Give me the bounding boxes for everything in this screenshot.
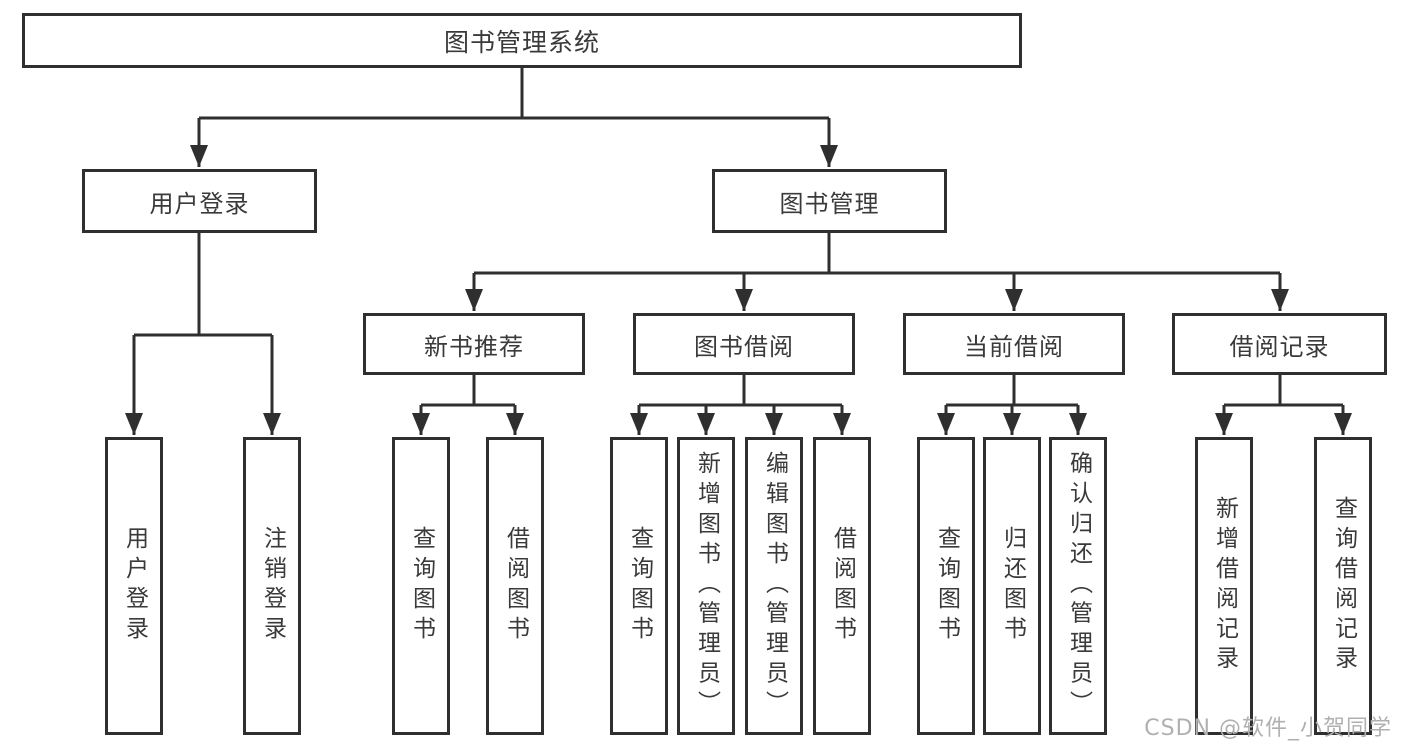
node-current-borrowing: 当前借阅	[903, 313, 1125, 375]
leaf-edit-books-admin: 编辑图书（管理员）	[745, 437, 803, 735]
csdn-watermark: CSDN @软件_小贺同学	[1144, 716, 1392, 741]
leaf-newbook-borrow-books: 借阅图书	[486, 437, 544, 735]
leaf-logout: 注销登录	[243, 437, 301, 735]
leaf-query-borrow-record: 查询借阅记录	[1314, 437, 1372, 735]
node-borrowing-records: 借阅记录	[1172, 313, 1387, 375]
leaf-borrow-books: 借阅图书	[813, 437, 871, 735]
node-user-login: 用户登录	[82, 169, 317, 233]
node-library-system-root: 图书管理系统	[22, 13, 1022, 68]
leaf-return-books: 归还图书	[983, 437, 1041, 735]
leaf-current-query-books: 查询图书	[917, 437, 975, 735]
leaf-add-borrow-record: 新增借阅记录	[1195, 437, 1253, 735]
leaf-add-books-admin: 新增图书（管理员）	[677, 437, 735, 735]
leaf-borrow-query-books: 查询图书	[610, 437, 668, 735]
node-book-borrowing: 图书借阅	[633, 313, 855, 375]
node-book-management: 图书管理	[712, 169, 947, 233]
leaf-user-login: 用户登录	[105, 437, 163, 735]
leaf-newbook-query-books: 查询图书	[392, 437, 450, 735]
node-new-book-recommendation: 新书推荐	[363, 313, 585, 375]
leaf-confirm-return-admin: 确认归还（管理员）	[1049, 437, 1107, 735]
